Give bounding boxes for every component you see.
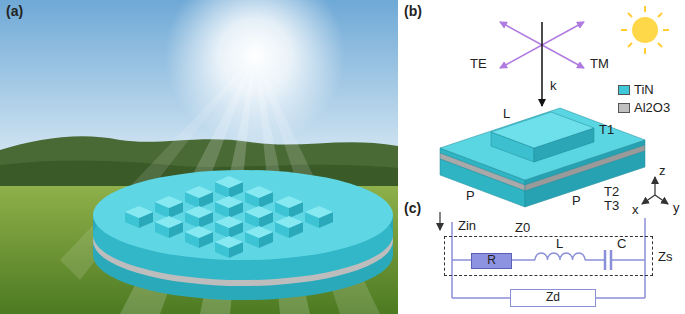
polarization-arrow [500,22,584,68]
legend-swatch [618,85,630,95]
dimension-label: P [572,193,581,208]
legend-text: TiN [634,82,654,97]
legend-entry: Al2O3 [618,100,682,116]
wave-vector-label: k [550,78,557,93]
input-arrow [439,212,440,230]
impedance-label: Z0 [515,220,530,235]
node-text: R [472,254,511,267]
impedance-label: Zin [458,218,476,233]
dimension-label: T1 [599,122,614,137]
wave-vector-arrow [541,22,543,106]
axis-label: x [632,202,639,217]
legend-swatch [618,103,630,113]
axis-triad [642,177,668,204]
impedance-box: Zd [510,289,596,307]
panel-label: (a) [6,4,23,19]
circuit-wires [452,218,645,298]
layer-stack [440,108,645,207]
panel-label: (c) [404,201,421,216]
axis-label: z [659,163,666,178]
polarization-label: TE [470,56,487,71]
dimension-label: L [503,106,510,121]
resistor-box: R [471,253,512,269]
dimension-label: P [466,188,475,203]
legend-text: Al2O3 [634,100,670,115]
axis-label: y [673,200,680,215]
capacitor-symbol [604,250,607,270]
sun-icon [621,6,669,54]
polarization-label: TM [590,56,609,71]
component-label: L [556,236,563,251]
polarization-arrow [500,22,584,68]
inductor-symbol [535,253,585,260]
node-text: Zs [658,249,672,264]
photo-illustration [0,0,398,314]
panel-label: (b) [404,4,422,19]
dimension-label: T2 [604,184,619,199]
legend-entry: TiN [618,82,682,98]
dashed-group-box: ZsR [444,236,653,276]
component-label: C [617,236,626,251]
dimension-label: T3 [604,198,619,213]
node-text: Zd [511,290,595,305]
